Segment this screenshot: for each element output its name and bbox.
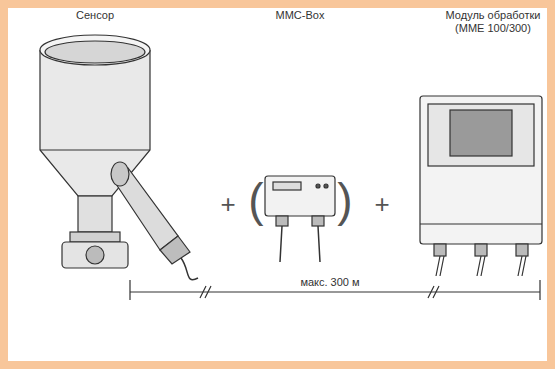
dimension-label: макс. 300 м [297,277,362,288]
heading-text: Модуль обработки (MME 100/300) [441,9,545,35]
heading-text: MMC-Box [255,9,345,22]
part-heading: Модуль обработки (MME 100/300) [441,9,545,35]
bracket: ) [337,177,352,223]
plus-sign: + [220,191,235,217]
plus-sign: + [374,191,389,217]
part-heading: MMC-Box [255,9,345,22]
heading-text: Сенсор [50,9,140,22]
part-heading: Сенсор [50,9,140,22]
bracket: ( [248,177,263,223]
